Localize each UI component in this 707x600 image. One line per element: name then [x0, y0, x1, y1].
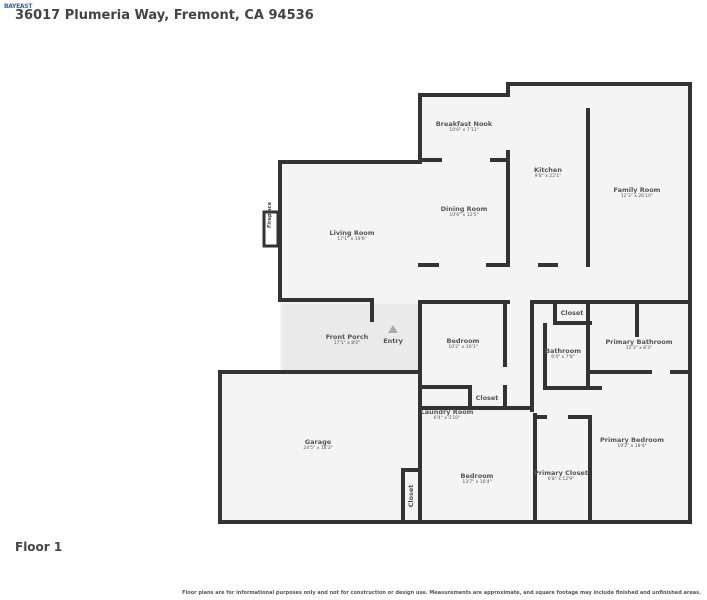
room-name: Bedroom — [446, 337, 480, 345]
room-name: Bedroom — [460, 472, 494, 480]
room-dims: 12'3" x 26'10" — [620, 194, 654, 199]
closet-label: Closet — [407, 484, 415, 508]
brand-logo: BAYEAST — [4, 3, 33, 10]
walls — [218, 82, 692, 524]
room-dims: 19'2" x 18'4" — [617, 444, 647, 449]
fireplace — [262, 210, 280, 248]
room-dims: 9'8" x 22'1" — [534, 174, 562, 179]
room-name: Front Porch — [325, 333, 369, 341]
room-dims: 6'8" x 12'9" — [547, 477, 575, 482]
room-name: Garage — [304, 438, 332, 446]
entry-arrow-icon — [388, 325, 398, 333]
room-name: Primary Bathroom — [605, 338, 673, 346]
entry-label: Entry — [383, 337, 403, 345]
disclaimer: Floor plans are for informational purpos… — [182, 590, 701, 596]
room-dims: 12'3" x 8'3" — [625, 346, 653, 351]
room-dims: 17'1" x 19'6" — [337, 237, 367, 242]
closet-label: Closet — [560, 309, 584, 317]
room-name: Living Room — [329, 229, 375, 237]
room-name: Kitchen — [534, 166, 562, 174]
room-name: Family Room — [613, 186, 661, 194]
room-name: Primary Closet — [534, 469, 588, 477]
room-dims: 17'1" x 8'0" — [333, 341, 361, 346]
fireplace-label: Fireplace — [267, 201, 273, 228]
room-name: Laundry Room — [420, 408, 474, 416]
room-dims: 6'4" x 5'10" — [433, 416, 461, 421]
closet-label: Closet — [475, 394, 499, 402]
room-dims: 10'2" x 10'1" — [448, 345, 478, 350]
room-dims: 13'7" x 10'4" — [462, 480, 492, 485]
room-dims: 6'4" x 7'8" — [551, 355, 575, 360]
floor-label: Floor 1 — [15, 540, 63, 554]
property-address: 36017 Plumeria Way, Fremont, CA 94536 — [15, 8, 314, 23]
room-dims: 10'6" x 12'5" — [449, 213, 479, 218]
room-dims: 10'6" x 7'11" — [449, 128, 479, 133]
room-name: Breakfast Nook — [435, 120, 493, 128]
porch-tiles — [282, 304, 418, 370]
room-name: Dining Room — [440, 205, 488, 213]
room-dims: 24'5" x 18'3" — [303, 446, 333, 451]
room-name: Bathroom — [545, 347, 581, 355]
room-name: Primary Bedroom — [600, 436, 664, 444]
